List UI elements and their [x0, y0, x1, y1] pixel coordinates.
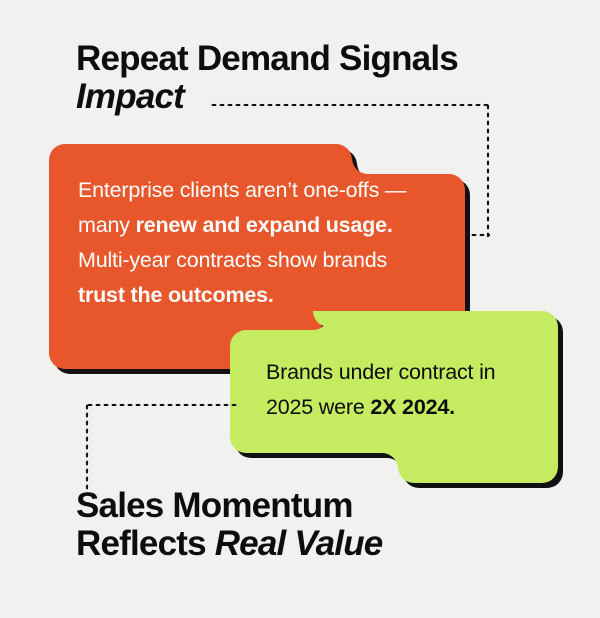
green-callout-card: Brands under contract in 2025 were 2X 20…	[230, 311, 558, 483]
orange-card-seg-2: Multi-year contracts show brands	[78, 248, 388, 272]
page-title-bottom-line1: Sales Momentum	[76, 486, 353, 525]
page-title-bottom-line2: Reflects Real Value	[76, 523, 384, 563]
page-title-bottom: Sales Momentum Reflects Real Value	[76, 486, 384, 563]
page-title-bottom-line2-italic: Real Value	[214, 523, 384, 563]
green-card-body: Brands under contract in 2025 were 2X 20…	[230, 311, 558, 483]
connector-impact-vertical	[486, 103, 490, 237]
orange-callout-card: Enterprise clients aren’t one-offs — man…	[49, 144, 465, 369]
orange-card-seg-0: Enterprise clients aren’t one-offs — man…	[78, 178, 407, 237]
page-title-top-line1: Repeat Demand Signals	[76, 39, 459, 78]
connector-sales-vertical	[85, 403, 89, 491]
orange-card-seg-1: renew and expand usage.	[135, 213, 393, 237]
green-card-seg-1: 2X 2024.	[370, 395, 455, 419]
green-card-text: Brands under contract in 2025 were 2X 20…	[266, 355, 538, 425]
green-card-shape	[230, 311, 558, 483]
connector-impact-horizontal-bottom	[462, 233, 490, 237]
orange-card-body: Enterprise clients aren’t one-offs — man…	[49, 144, 465, 369]
green-card-seg-0: Brands under contract in 2025 were	[266, 360, 496, 419]
orange-card-text: Enterprise clients aren’t one-offs — man…	[78, 173, 408, 313]
connector-sales-horizontal	[86, 403, 238, 407]
page-title-bottom-line2-regular: Reflects	[76, 523, 215, 563]
orange-card-seg-3: trust the outcomes.	[78, 283, 274, 307]
connector-impact-horizontal-top	[210, 103, 490, 107]
page-title-top: Repeat Demand Signals Impact	[76, 39, 459, 116]
page-title-top-line2: Impact	[76, 76, 185, 116]
